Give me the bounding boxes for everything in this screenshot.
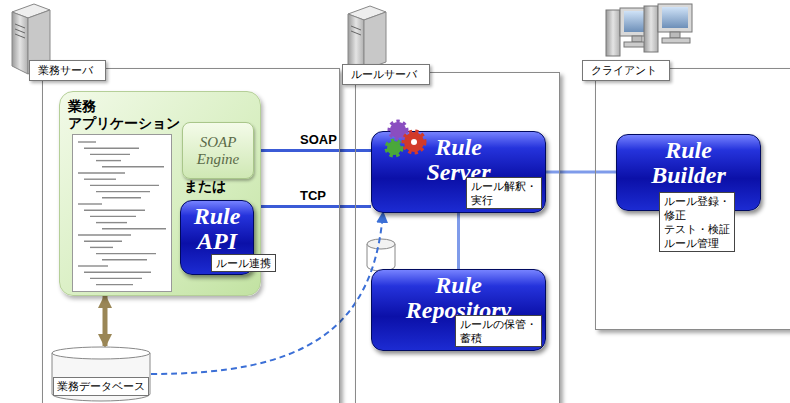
server-icon (348, 6, 386, 70)
server-panel: ルールサーバ Rule Serverルール解釈・実行Rule Repositor… (355, 72, 560, 403)
application-box: 業務 アプリケーション SOAP EngineRule APIルール連携 (59, 91, 261, 296)
connector (457, 213, 460, 269)
connector-label: SOAP (298, 132, 339, 147)
connector (546, 171, 616, 174)
code-stroke (102, 228, 166, 229)
code-stroke (96, 284, 133, 285)
application-title: 業務 アプリケーション (68, 98, 180, 132)
engine-box: SOAP Engine (182, 122, 254, 179)
component-caption: ルール連携 (211, 254, 276, 272)
component-caption: ルール登録・修正 テスト・検証 ルール管理 (659, 192, 735, 252)
code-stroke (90, 185, 159, 186)
code-stroke (84, 178, 116, 179)
panel-label: 業務サーバ (29, 60, 106, 81)
code-stroke (102, 197, 141, 198)
code-stroke (78, 172, 125, 173)
panel-label: ルールサーバ (342, 64, 430, 85)
server-panel: クライアントRule Builderルール登録・修正 テスト・検証 ルール管理 (595, 68, 790, 330)
component-box: Rule Serverルール解釈・実行 (371, 131, 546, 213)
code-stroke (96, 191, 150, 192)
component-box: Rule Builderルール登録・修正 テスト・検証 ルール管理 (616, 134, 761, 211)
component-box: Rule APIルール連携 (180, 200, 254, 275)
connector-label: TCP (298, 188, 328, 203)
component-title: Rule Builder (651, 138, 726, 188)
panel-label: クライアント (582, 60, 670, 81)
code-stroke (84, 240, 122, 241)
repository-cylinder (367, 239, 395, 271)
code-stroke (96, 253, 156, 254)
gear-icon (382, 116, 432, 162)
code-stroke (96, 160, 121, 161)
component-title: Rule API (194, 204, 241, 254)
code-stroke (78, 234, 131, 235)
code-illustration (72, 134, 172, 292)
code-stroke (96, 222, 127, 223)
database-cylinder: 業務データベース (51, 346, 151, 402)
code-stroke (78, 203, 102, 204)
component-caption: ルール解釈・実行 (466, 177, 542, 209)
server-panel: 業務サーバ 業務 アプリケーションSOAP EngineRule APIルール連… (42, 68, 340, 403)
code-stroke (78, 265, 108, 266)
cylinder-body (52, 353, 150, 401)
code-stroke (90, 278, 142, 279)
code-stroke (102, 166, 164, 167)
connector (254, 205, 371, 208)
database-label: 業務データベース (53, 377, 149, 396)
engine-title: SOAP Engine (197, 134, 239, 168)
cylinder-top (52, 347, 150, 359)
code-stroke (90, 247, 113, 248)
code-stroke (84, 209, 145, 210)
connector (254, 149, 371, 152)
code-stroke (78, 141, 96, 142)
connector (103, 296, 108, 346)
computer-icon (644, 4, 692, 52)
code-stroke (102, 259, 147, 260)
code-stroke (84, 147, 139, 148)
code-stroke (90, 154, 130, 155)
component-caption: ルールの保管・蓄積 (455, 315, 542, 347)
code-stroke (90, 216, 136, 217)
component-box: Rule Repositoryルールの保管・蓄積 (371, 269, 546, 351)
code-stroke (84, 272, 151, 273)
